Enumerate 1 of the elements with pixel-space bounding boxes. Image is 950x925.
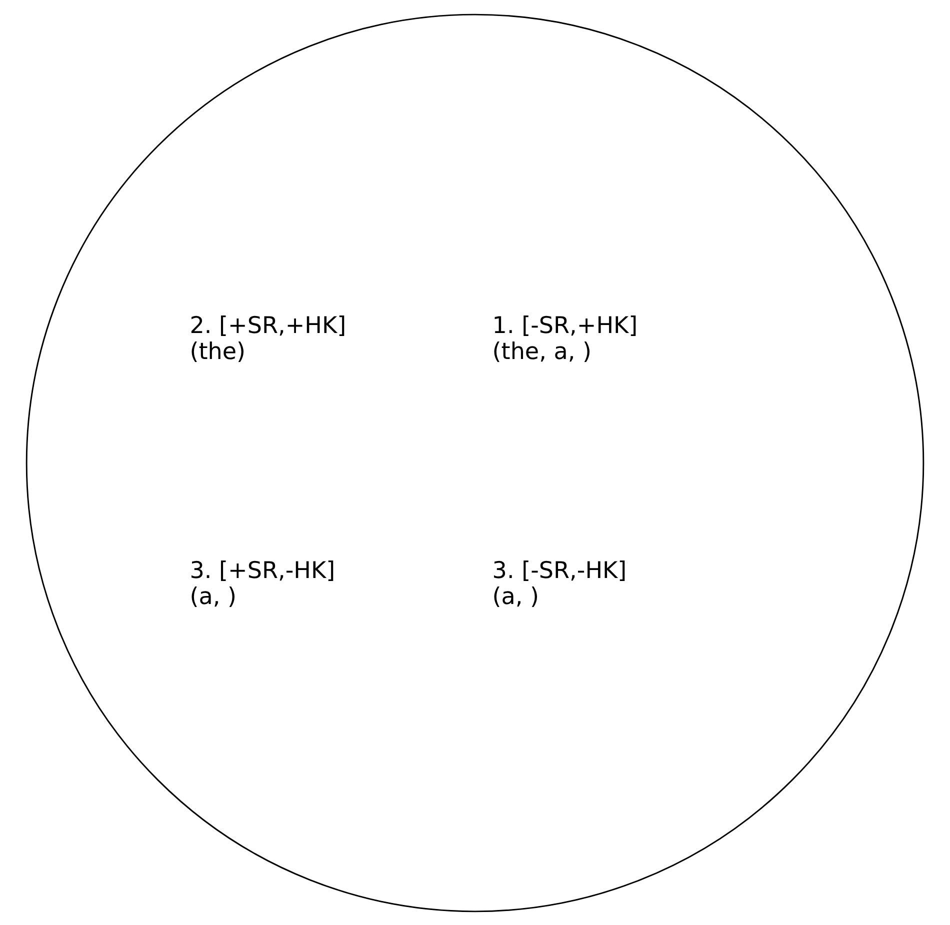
node-circle: 2. [+SR,+HK] (the) 1. [-SR,+HK] (the, a, ) 3. [+SR,-HK] (a, ) 3. [-SR,-HK] (a, ) bbox=[26, 13, 924, 912]
